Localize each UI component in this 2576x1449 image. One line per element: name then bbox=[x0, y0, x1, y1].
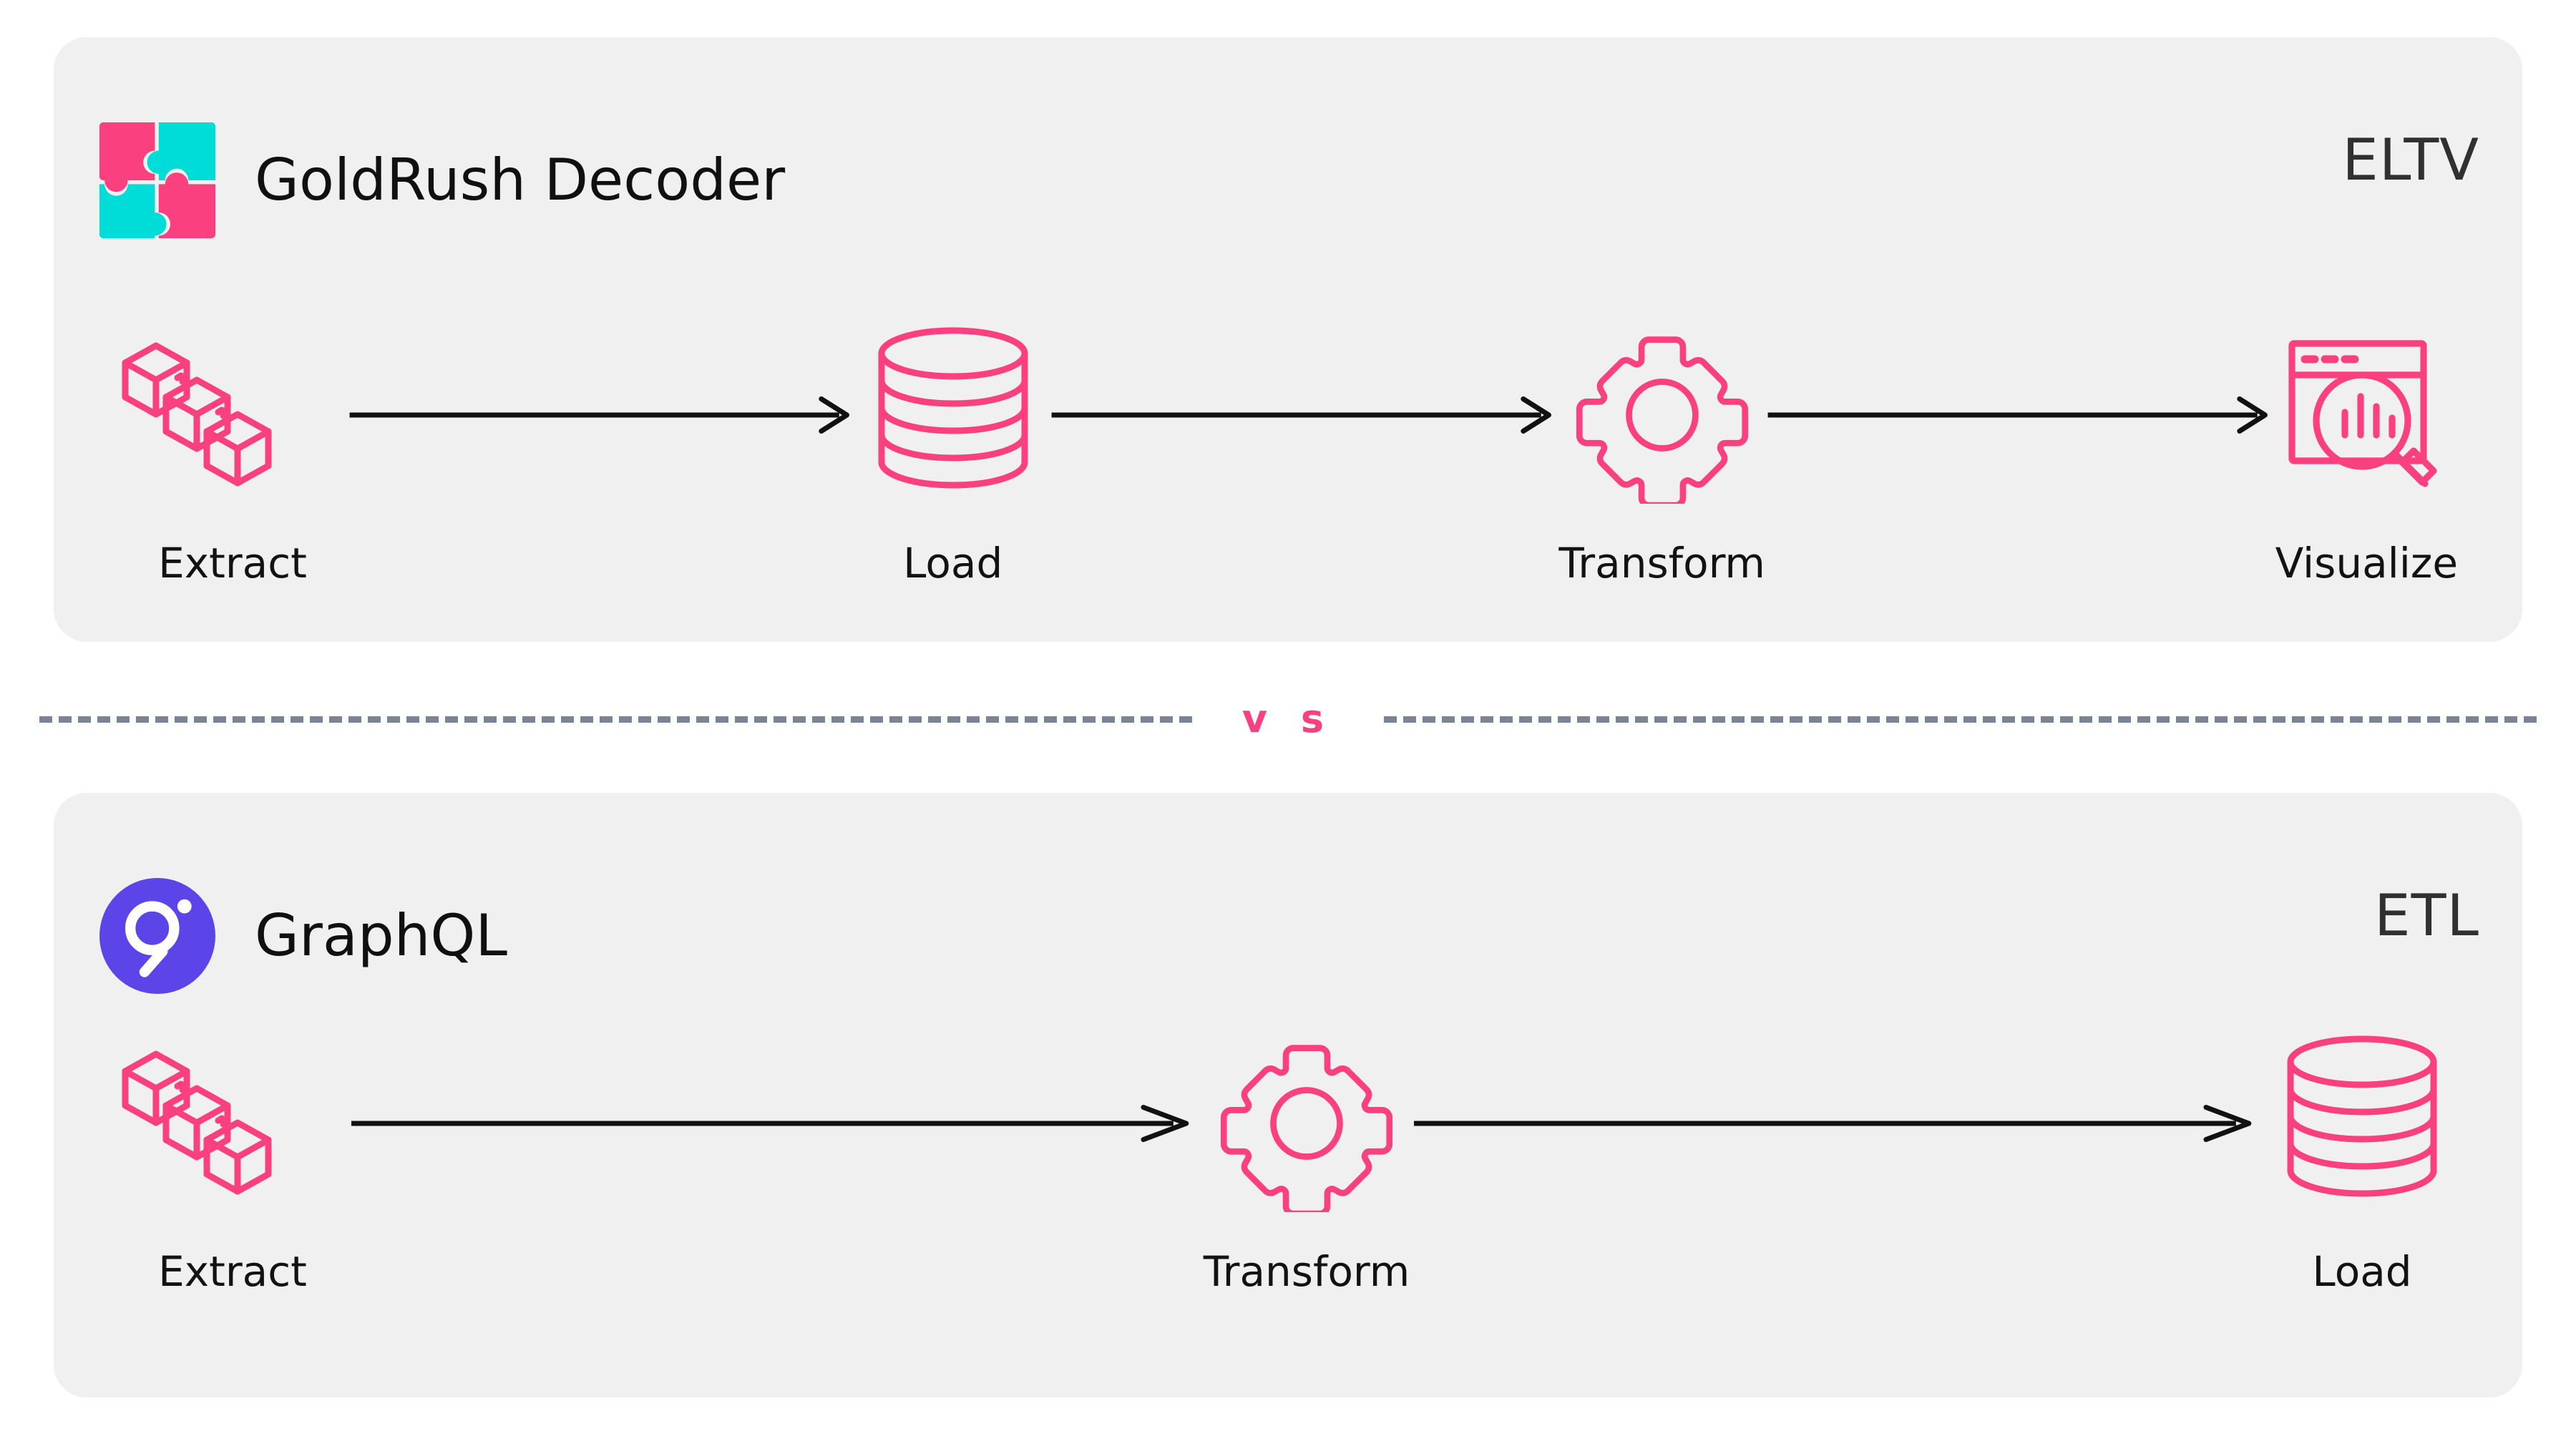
arrow-right-icon bbox=[1410, 1023, 2266, 1224]
step-transform-label: Transform bbox=[1558, 539, 1765, 587]
gear-icon bbox=[1574, 315, 1751, 515]
step-load-label: Load bbox=[903, 539, 1003, 587]
graphql-brand: GraphQL bbox=[93, 872, 507, 1000]
goldrush-brand: GoldRush Decoder bbox=[93, 116, 785, 245]
step-load: Load bbox=[857, 315, 1049, 584]
etl-card: GraphQL ETL bbox=[54, 793, 2522, 1397]
database-icon bbox=[857, 315, 1049, 515]
step-transform-label: Transform bbox=[1203, 1247, 1410, 1296]
step-extract-label: Extract bbox=[158, 539, 307, 587]
divider-dash-left bbox=[39, 716, 1192, 723]
eltv-tag-label: ELTV bbox=[2342, 127, 2479, 193]
cubes-icon bbox=[118, 1023, 347, 1224]
goldrush-brand-label: GoldRush Decoder bbox=[255, 147, 786, 213]
database-icon bbox=[2266, 1023, 2458, 1224]
chart-search-icon bbox=[2280, 315, 2452, 515]
etl-card-header: GraphQL ETL bbox=[54, 872, 2522, 1000]
arrow-right-icon bbox=[1049, 315, 1559, 515]
divider-dash-right bbox=[1384, 716, 2537, 723]
etl-tag-label: ETL bbox=[2374, 882, 2479, 949]
step-extract: Extract bbox=[118, 315, 347, 584]
eltv-pipeline: Extract Lo bbox=[54, 315, 2522, 584]
graphql-logo-icon bbox=[93, 872, 222, 1000]
etl-pipeline: Extract Transform bbox=[54, 1023, 2522, 1292]
step-extract-label: Extract bbox=[158, 1247, 307, 1296]
arrow-right-icon bbox=[347, 315, 857, 515]
vs-divider: v s bbox=[39, 698, 2537, 741]
step-extract: Extract bbox=[118, 1023, 347, 1292]
puzzle-logo-icon bbox=[93, 116, 222, 245]
step-transform: Transform bbox=[1204, 1023, 1410, 1292]
step-transform: Transform bbox=[1558, 315, 1765, 584]
graphql-brand-label: GraphQL bbox=[255, 902, 507, 969]
eltv-card-header: GoldRush Decoder ELTV bbox=[54, 116, 2522, 245]
gear-icon bbox=[1218, 1023, 1395, 1224]
step-visualize: Visualize bbox=[2275, 315, 2458, 584]
arrow-right-icon bbox=[347, 1023, 1204, 1224]
step-load: Load bbox=[2266, 1023, 2458, 1292]
arrow-right-icon bbox=[1765, 315, 2275, 515]
eltv-card: GoldRush Decoder ELTV bbox=[54, 37, 2522, 642]
vs-label: v s bbox=[1241, 696, 1335, 741]
step-load-label: Load bbox=[2312, 1247, 2412, 1296]
cubes-icon bbox=[118, 315, 347, 515]
step-visualize-label: Visualize bbox=[2275, 539, 2459, 587]
